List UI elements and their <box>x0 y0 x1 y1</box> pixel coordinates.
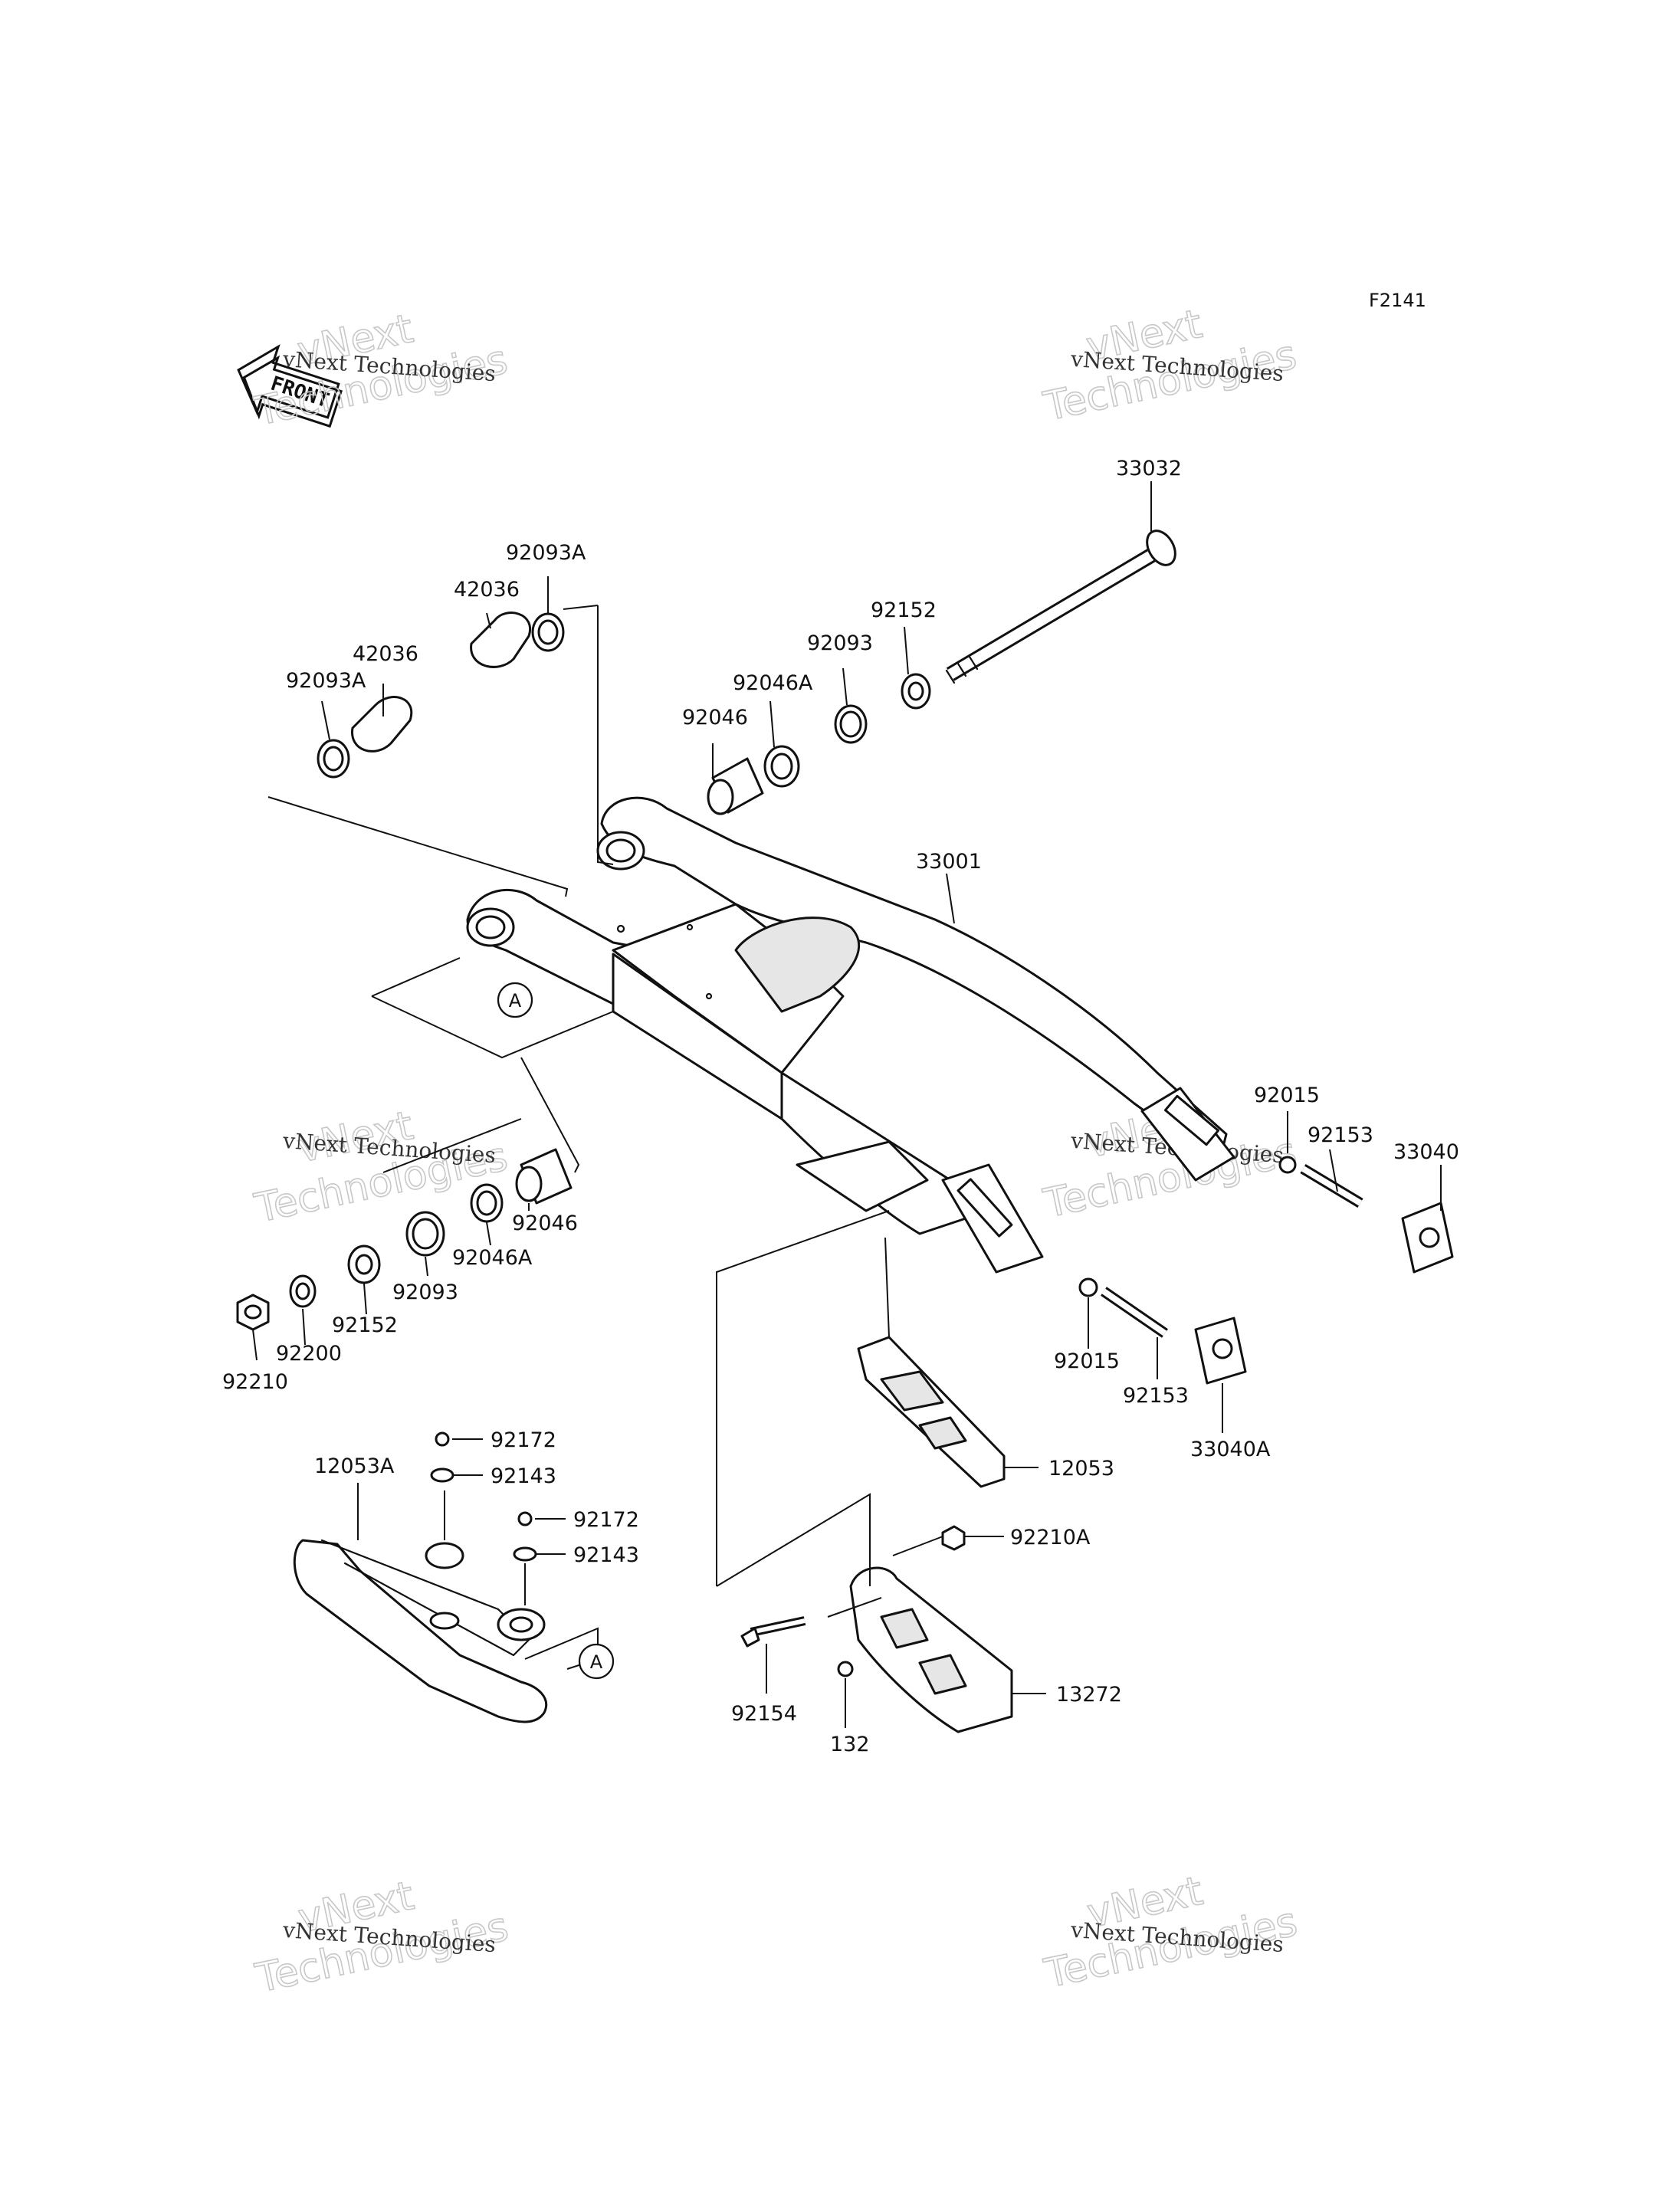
svg-text:A: A <box>509 990 522 1012</box>
bearings-mid <box>236 1148 573 1331</box>
label-92152-top: 92152 <box>871 598 937 622</box>
label-33040: 33040 <box>1393 1140 1459 1164</box>
label-33001: 33001 <box>916 850 982 874</box>
label-92046A-top: 92046A <box>733 671 813 695</box>
sprocket-guard-13272 <box>740 1525 1013 1733</box>
watermark-top-right: vNext Technologies <box>1039 300 1301 431</box>
label-92210: 92210 <box>222 1370 288 1394</box>
callout-a-swingarm: A <box>497 982 533 1018</box>
label-92015-right: 92015 <box>1254 1084 1320 1107</box>
label-92015-low: 92015 <box>1054 1349 1120 1373</box>
collar-42036-left <box>351 696 413 753</box>
nut-92015-low <box>1078 1277 1098 1297</box>
label-92143-b: 92143 <box>573 1543 639 1567</box>
bolt-132 <box>837 1661 854 1677</box>
label-12053: 12053 <box>1048 1457 1114 1481</box>
label-92200: 92200 <box>276 1342 342 1366</box>
nut-92210A <box>941 1525 966 1551</box>
part-labels: 33032 92093A 42036 42036 92093A 92152 92… <box>222 457 1459 1756</box>
label-92046-mid: 92046 <box>512 1212 578 1235</box>
label-33032: 33032 <box>1116 457 1182 480</box>
label-92093-mid: 92093 <box>392 1280 458 1304</box>
label-92046-top: 92046 <box>682 706 748 730</box>
label-92093A-top: 92093A <box>506 541 586 565</box>
chain-slider-12053A <box>293 1539 548 1723</box>
collar-42036-top <box>470 612 532 668</box>
label-92153-low: 92153 <box>1123 1384 1189 1408</box>
callout-a-slider: A <box>578 1643 615 1680</box>
label-92172-a: 92172 <box>491 1428 556 1452</box>
label-92093-top: 92093 <box>807 631 873 655</box>
label-92093A-left: 92093A <box>286 669 366 693</box>
chain-guide-12053 <box>857 1336 1006 1488</box>
bolt-92154-head <box>740 1627 760 1648</box>
label-92153-right: 92153 <box>1308 1123 1373 1147</box>
label-92152-mid: 92152 <box>332 1313 398 1337</box>
nut-92015-right <box>1278 1156 1297 1174</box>
label-42036-left: 42036 <box>353 642 418 666</box>
label-42036-top: 42036 <box>454 578 520 602</box>
svg-text:A: A <box>590 1651 603 1673</box>
bearings-top <box>317 612 931 815</box>
label-13272: 13272 <box>1056 1683 1122 1707</box>
diagram-code: F2141 <box>1369 290 1426 311</box>
label-33040A: 33040A <box>1190 1438 1271 1461</box>
label-92143-a: 92143 <box>491 1464 556 1488</box>
chain-adjusters <box>1078 1156 1454 1385</box>
swingarm-33001 <box>466 796 1235 1274</box>
front-arrow-icon: FRONT <box>237 344 343 428</box>
label-12053A: 12053A <box>314 1454 395 1478</box>
label-92210A: 92210A <box>1010 1526 1091 1549</box>
label-92046A-mid: 92046A <box>452 1246 533 1270</box>
pivot-shaft-33032 <box>945 530 1176 684</box>
label-92154: 92154 <box>731 1702 797 1726</box>
leader-lines <box>252 481 1442 1728</box>
label-92172-b: 92172 <box>573 1508 639 1532</box>
label-132: 132 <box>830 1733 870 1756</box>
